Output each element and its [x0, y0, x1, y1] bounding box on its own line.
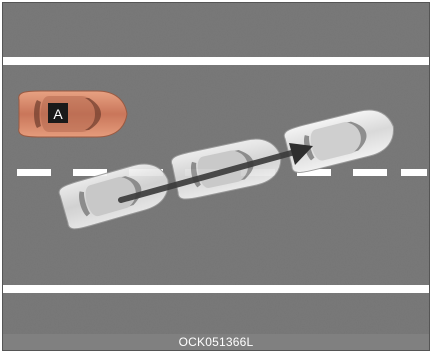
- vehicle-a-label: A: [53, 106, 63, 122]
- figure-code: OCK051366L: [3, 334, 429, 350]
- top-edge-line: [3, 57, 430, 65]
- lane-change-diagram: A OCK051366L: [2, 2, 430, 351]
- road-scene: A: [3, 3, 430, 336]
- vehicle-a: A: [19, 91, 127, 137]
- bottom-edge-line: [3, 285, 430, 293]
